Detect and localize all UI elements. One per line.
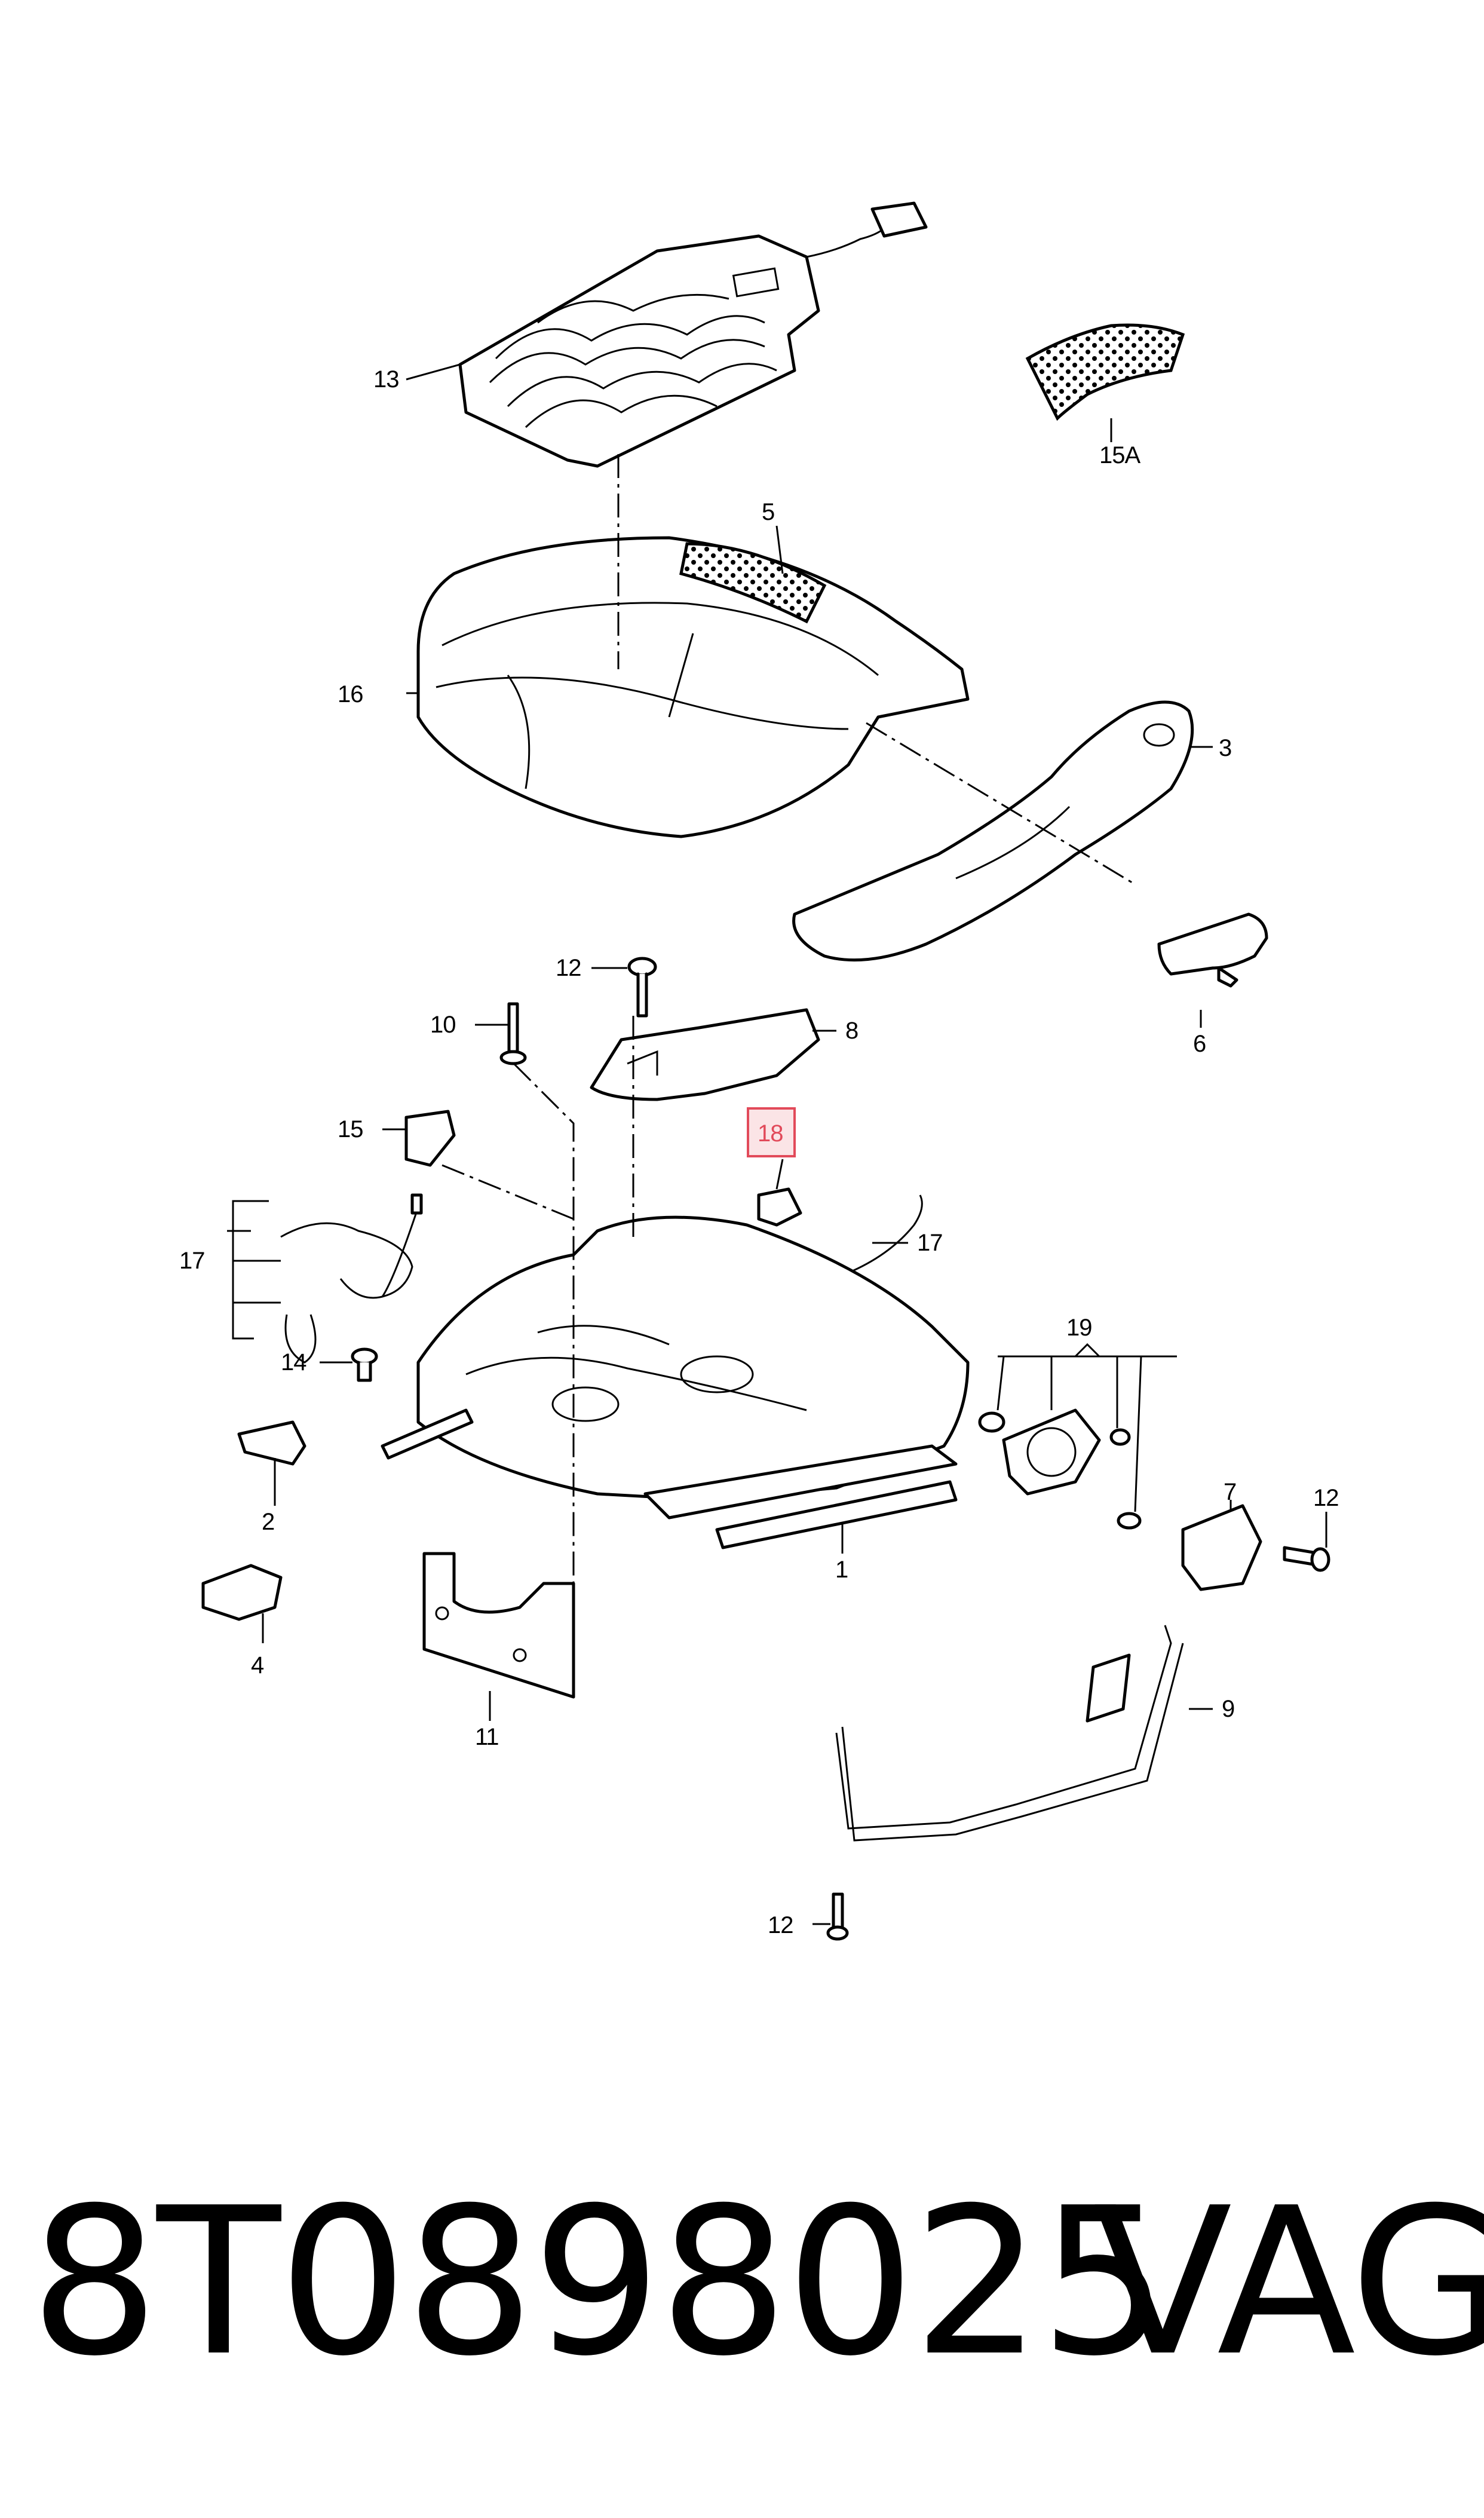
- exploded-seat-diagram: 13 15A 5 16 3 6 12 10 8 15 18 17 17 14 1…: [179, 201, 1339, 1941]
- part-14-nut: [351, 1347, 378, 1382]
- part-15a-fleece: [1025, 323, 1185, 421]
- callout-3: 3: [1219, 735, 1231, 761]
- callout-5: 5: [762, 499, 774, 525]
- part-19-adjuster-motor: [978, 1408, 1142, 1530]
- callout-8: 8: [845, 1018, 858, 1044]
- part-15-connector-bracket: [404, 1110, 456, 1167]
- callout-17-left: 17: [179, 1248, 205, 1274]
- callout-15: 15: [338, 1116, 363, 1142]
- callout-18-highlight: [747, 1107, 796, 1157]
- callout-6: 6: [1193, 1031, 1206, 1057]
- part-3-trim-panel: [792, 700, 1194, 962]
- part-18-clip: [757, 1187, 802, 1227]
- part-8-cover: [590, 1008, 820, 1101]
- part-6-release-lever: [1157, 912, 1268, 988]
- part-13-seat-heating-element: [458, 201, 928, 468]
- callout-9: 9: [1222, 1696, 1234, 1722]
- part-number: 8T0898025: [30, 2164, 1169, 2401]
- part-12-screw-top: [627, 957, 657, 1018]
- part-2-cap: [237, 1420, 306, 1466]
- callout-4: 4: [251, 1652, 264, 1678]
- callout-14: 14: [281, 1349, 306, 1376]
- part-7-housing: [1181, 1504, 1262, 1591]
- brand-name: VAG: [1093, 2164, 1484, 2401]
- callout-11: 11: [475, 1724, 499, 1750]
- callout-labels: 13 15A 5 16 3 6 12 10 8 15 18 17 17 14 1…: [179, 366, 1339, 1938]
- leader-lines: [227, 363, 1327, 1925]
- assembly-lines: [441, 454, 1136, 1667]
- callout-12-bottom: 12: [768, 1912, 793, 1938]
- callout-16: 16: [338, 681, 363, 707]
- part-10-bolt: [499, 1002, 527, 1065]
- part-1-seat-frame: [416, 1215, 970, 1549]
- part-4-cap: [201, 1564, 283, 1621]
- part-12-screw-right: [1283, 1546, 1330, 1572]
- part-9-rod: [835, 1625, 1184, 1842]
- callout-15a: 15A: [1099, 442, 1140, 468]
- callout-7: 7: [1224, 1479, 1236, 1505]
- callout-2: 2: [262, 1509, 274, 1535]
- part-left-guide-rail: [381, 1408, 474, 1460]
- part-17-wiring-harness-left: [280, 1193, 423, 1364]
- callout-12-right: 12: [1313, 1485, 1339, 1511]
- part-12-screw-bottom: [826, 1892, 849, 1941]
- callout-18: 18: [758, 1120, 783, 1147]
- part-16-seat-cushion: [416, 536, 970, 838]
- part-11-bracket: [422, 1552, 575, 1699]
- callout-19: 19: [1066, 1315, 1092, 1341]
- callout-12-top: 12: [556, 955, 581, 981]
- callout-10: 10: [430, 1012, 456, 1038]
- callout-17-right: 17: [917, 1230, 943, 1256]
- callout-13: 13: [373, 366, 399, 393]
- callout-1: 1: [835, 1557, 848, 1583]
